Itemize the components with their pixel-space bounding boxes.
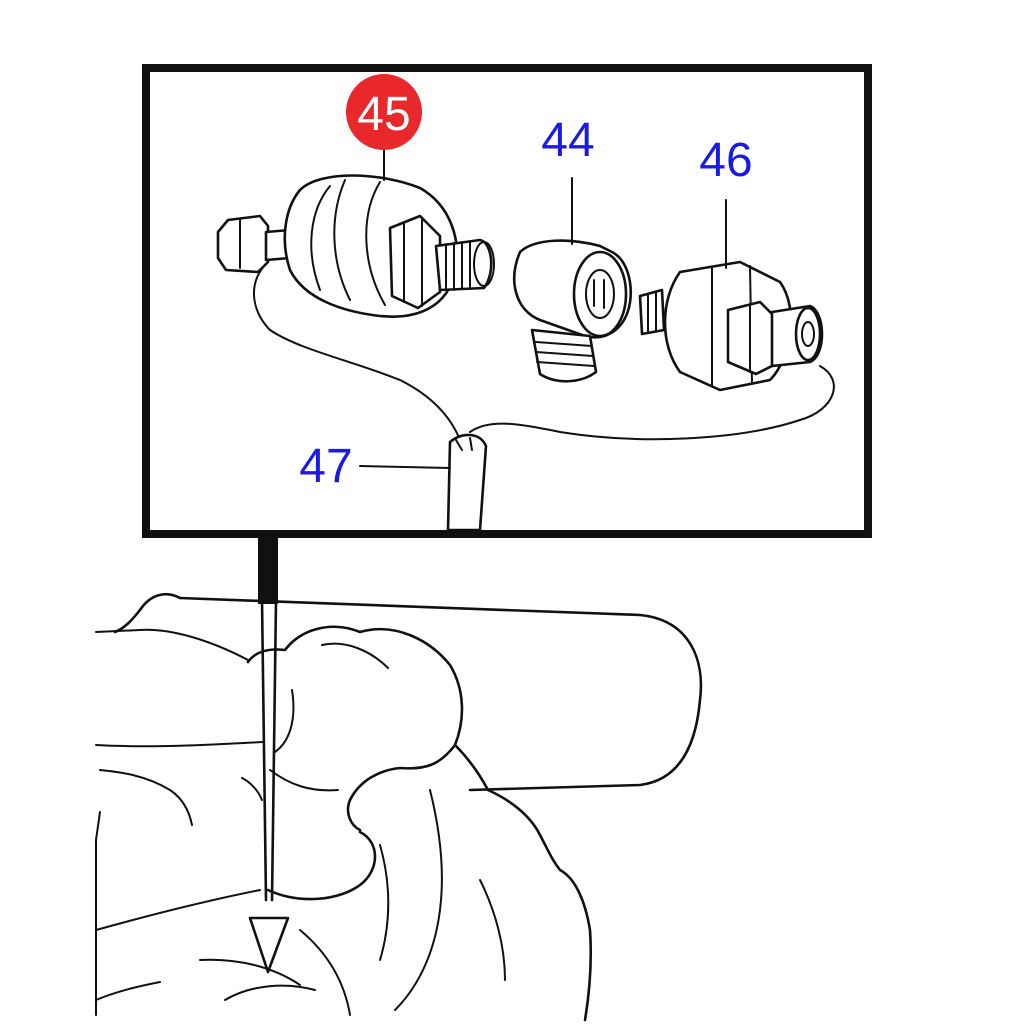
part-45-sensor: [216, 174, 495, 441]
engine-scene: [95, 593, 703, 1022]
part-44-tee-fitting: [513, 239, 633, 383]
callouts: 45 44 46 47: [299, 74, 753, 493]
leader-lines: [359, 144, 727, 469]
part-46-union-coupling: [469, 260, 835, 441]
callout-44[interactable]: 44: [541, 114, 594, 167]
part-47-wire-harness: [446, 433, 488, 532]
callout-45-highlight: [346, 74, 422, 150]
callout-47[interactable]: 47: [299, 440, 352, 493]
callout-45[interactable]: 45: [357, 88, 410, 141]
callout-46[interactable]: 46: [699, 134, 752, 187]
leader-47: [359, 465, 451, 469]
